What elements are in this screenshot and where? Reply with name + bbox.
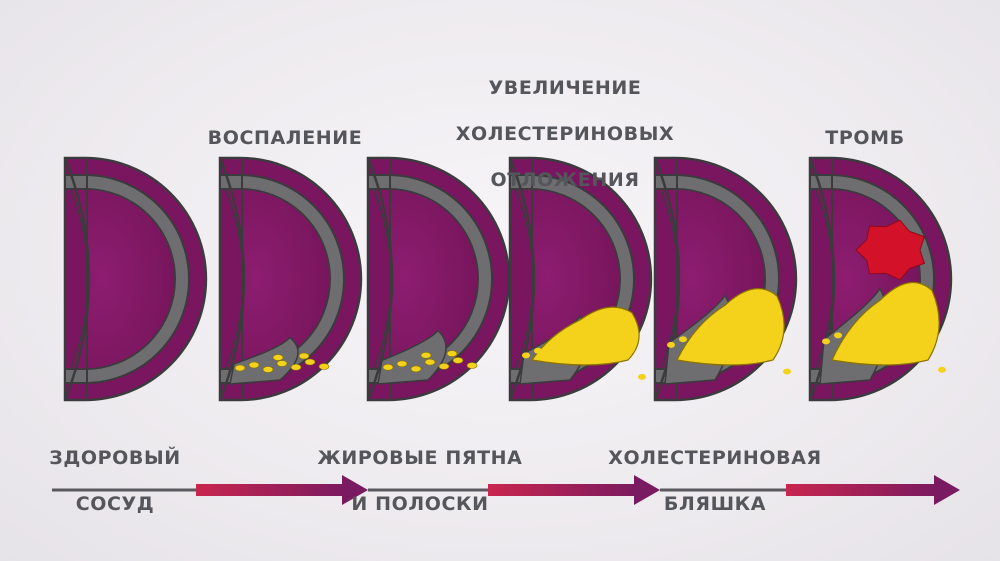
vessel-plaque xyxy=(653,156,798,402)
cholesterol-speck xyxy=(452,357,464,364)
vessel-opening-edge xyxy=(63,157,91,401)
cholesterol-speck xyxy=(424,358,436,366)
cholesterol-speck xyxy=(834,332,842,339)
cholesterol-speck xyxy=(446,350,458,357)
label-thrombus: ТРОМБ xyxy=(825,127,905,149)
cholesterol-plaque xyxy=(676,288,785,366)
cholesterol-speck xyxy=(304,358,316,366)
label-cholesterol-plaque: ХОЛЕСТЕРИНОВАЯ БЛЯШКА xyxy=(608,447,822,515)
cholesterol-speck xyxy=(938,366,946,373)
cholesterol-speck xyxy=(679,336,687,343)
cholesterol-speck xyxy=(396,360,408,368)
cholesterol-plaque xyxy=(530,306,640,366)
cholesterol-speck xyxy=(276,360,288,367)
cholesterol-speck xyxy=(466,362,478,369)
cholesterol-speck xyxy=(438,363,450,370)
cholesterol-speck xyxy=(522,352,530,359)
progression-arrow xyxy=(786,475,960,505)
progression-arrow xyxy=(196,475,368,505)
cholesterol-speck xyxy=(248,361,260,369)
vessel-thrombus xyxy=(808,156,953,402)
vessel-opening-edge xyxy=(366,157,394,401)
cholesterol-speck xyxy=(822,338,830,345)
cholesterol-speck xyxy=(638,373,646,380)
cholesterol-speck xyxy=(382,363,394,371)
vessel-opening-edge xyxy=(218,157,246,401)
cholesterol-speck xyxy=(290,363,302,371)
vessel-opening-edge xyxy=(808,157,836,401)
vessel-inflammation xyxy=(218,156,363,402)
progression-arrow xyxy=(488,475,660,505)
cholesterol-speck xyxy=(272,354,284,361)
label-fatty-streaks: ЖИРОВЫЕ ПЯТНА И ПОЛОСКИ xyxy=(317,447,523,515)
cholesterol-speck xyxy=(420,351,432,359)
vessel-stages xyxy=(63,156,953,402)
vessel-fatty_streaks xyxy=(366,156,511,402)
cholesterol-speck xyxy=(534,347,542,354)
cholesterol-speck xyxy=(318,363,330,370)
vessel-healthy xyxy=(63,156,208,402)
cholesterol-speck xyxy=(234,364,246,372)
cholesterol-plaque xyxy=(831,281,940,366)
thrombus-clot xyxy=(855,219,926,281)
plaque-bed xyxy=(229,336,299,385)
label-healthy-vessel: ЗДОРОВЫЙ СОСУД xyxy=(49,447,181,515)
cholesterol-speck xyxy=(298,352,310,360)
label-inflammation: ВОСПАЛЕНИЕ xyxy=(207,127,363,149)
label-cholesterol-increase: УВЕЛИЧЕНИЕ ХОЛЕСТЕРИНОВЫХ ОТЛОЖЕНИЯ xyxy=(455,77,675,191)
cholesterol-speck xyxy=(262,366,274,373)
cholesterol-speck xyxy=(667,341,675,348)
vessel-opening-edge xyxy=(653,157,681,401)
vessel-deposits xyxy=(508,156,653,402)
vessel-opening-edge xyxy=(508,157,536,401)
cholesterol-speck xyxy=(783,368,791,375)
progression-timeline xyxy=(52,475,960,505)
cholesterol-speck xyxy=(410,365,422,373)
